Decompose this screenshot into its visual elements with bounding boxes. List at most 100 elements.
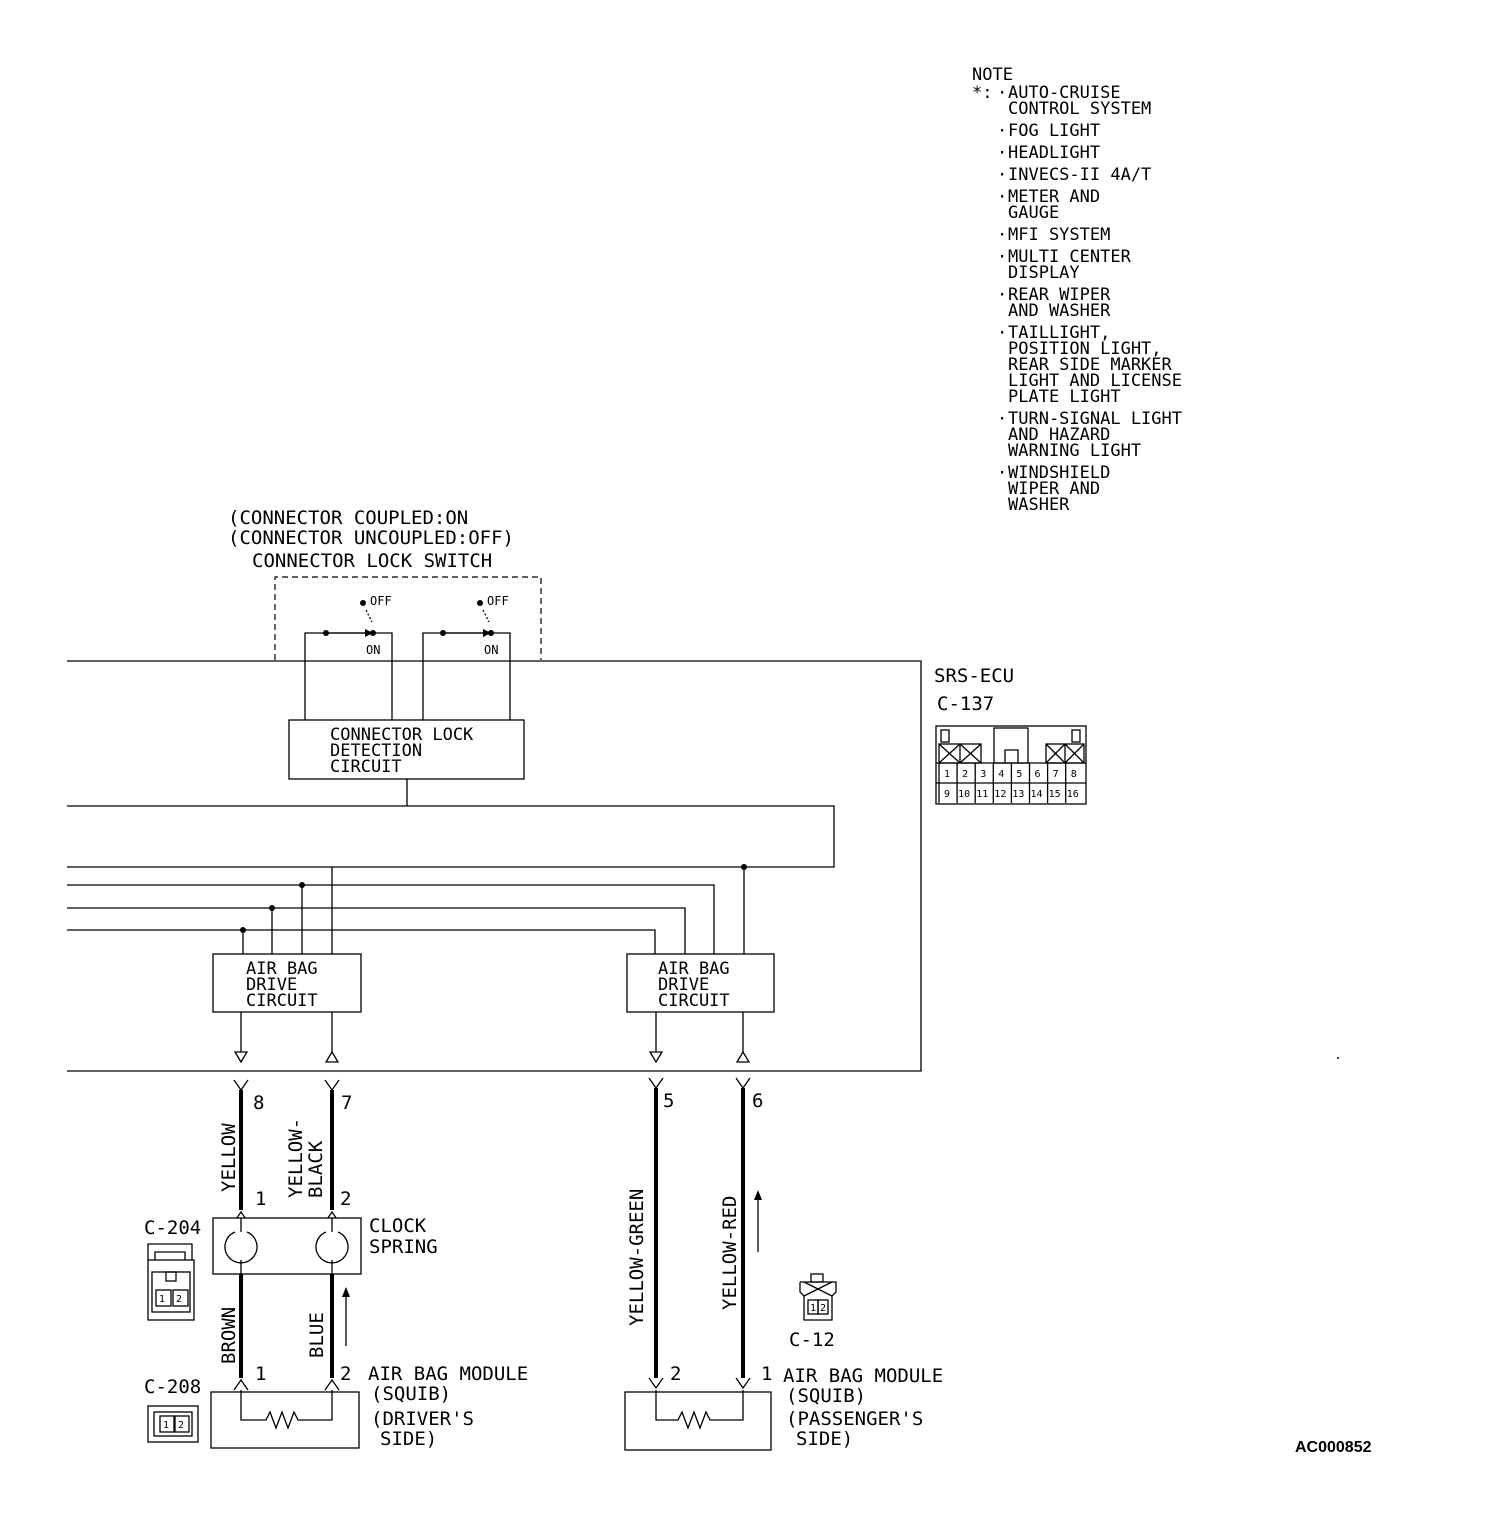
lock-switch-2: OFF ON [422,594,511,720]
pin-7: 7 [341,1092,352,1114]
c208-connector-icon: 1 2 [147,1405,199,1443]
note-item-line: TAILLIGHT, [1008,323,1110,343]
c137-pin-9: 9 [944,789,950,800]
note-bullet: · [997,409,1007,429]
note-item-line: CONTROL SYSTEM [1008,99,1151,119]
note-item-line: WASHER [1008,495,1070,515]
lock-switch-1: OFF ON [304,594,393,720]
drive-right-line3: CIRCUIT [658,991,730,1011]
c137-label: C-137 [937,693,994,715]
drive-right-line1: AIR BAG [658,959,730,979]
c137-pin-11: 11 [976,789,988,800]
c137-pin-4: 4 [998,769,1004,780]
note-item-line: PLATE LIGHT [1008,387,1121,407]
note-item-line: REAR WIPER [1008,285,1111,305]
svg-text:1: 1 [159,1294,165,1305]
pin-5: 5 [663,1090,674,1112]
c137-pin-2: 2 [962,769,968,780]
clock-spring-label-2: SPRING [369,1236,438,1258]
c137-pin-12: 12 [994,789,1006,800]
passenger-module-label-1: AIR BAG MODULE [783,1365,943,1387]
c137-pin-13: 13 [1012,789,1024,800]
figure-code: AC000852 [1295,1439,1372,1456]
driver-squib-pin2: 2 [340,1363,351,1385]
switch1-on-label: ON [366,643,380,657]
svg-text:1: 1 [163,1420,169,1431]
c204-connector-icon: 1 2 [147,1243,195,1321]
lock-switch-line1: (CONNECTOR COUPLED:ON [228,507,468,529]
lock-detection-line3: CIRCUIT [330,757,402,777]
note-bullet: · [997,121,1007,141]
note-item-line: HEADLIGHT [1008,143,1100,163]
svg-text:2: 2 [820,1303,826,1314]
driver-module-label-2: (SQUIB) [371,1383,451,1405]
passenger-squib-resistor [655,1390,744,1430]
c137-pin-7: 7 [1053,769,1059,780]
wire-yellow-black-label-1: YELLOW- [285,1118,307,1198]
lock-detection-line2: DETECTION [330,741,422,761]
c137-pin-8: 8 [1071,769,1077,780]
clock-spring-coil-1 [224,1218,258,1274]
switch2-off-label: OFF [487,594,509,608]
c12-connector-icon: 1 2 [799,1273,837,1321]
note-bullet: · [997,463,1007,483]
note-item-line: TURN-SIGNAL LIGHT [1008,409,1182,429]
internal-bus [67,805,835,868]
note-marker: *: [972,83,992,103]
passenger-module-label-3: (PASSENGER'S [786,1408,923,1430]
lock-switch-enclosure [274,576,542,660]
clock-spring-box [212,1217,362,1275]
c137-pin-16: 16 [1067,789,1079,800]
c208-label: C-208 [144,1376,201,1398]
note-bullet: · [997,165,1007,185]
lock-detection-line1: CONNECTOR LOCK [330,725,474,745]
switch2-on-label: ON [484,643,498,657]
drive-left-line3: CIRCUIT [246,991,318,1011]
driver-module-label-1: AIR BAG MODULE [368,1363,528,1385]
lock-switch-line2: (CONNECTOR UNCOUPLED:OFF) [228,527,514,549]
clock-spring-pin2: 2 [340,1188,351,1210]
c204-label: C-204 [144,1217,201,1239]
drive-right-line2: DRIVE [658,975,709,995]
passenger-squib-pin2: 2 [670,1363,681,1385]
passenger-module-label-2: (SQUIB) [786,1385,866,1407]
wire-yellow-black-label-2: BLACK [305,1140,327,1198]
c137-pin-3: 3 [980,769,986,780]
c137-pin-5: 5 [1016,769,1022,780]
clock-spring-label-1: CLOCK [369,1215,427,1237]
passenger-squib-pin1: 1 [761,1363,772,1385]
lock-switch-title: CONNECTOR LOCK SWITCH [252,550,492,572]
note-bullet: · [997,285,1007,305]
pin-8: 8 [253,1092,264,1114]
passenger-module-label-4: SIDE) [796,1428,853,1450]
pin-6: 6 [752,1090,763,1112]
srs-ecu-outline [67,660,922,1072]
wire-yellow-label: YELLOW [218,1123,240,1192]
wire-blue-label: BLUE [306,1312,328,1358]
c137-pin-6: 6 [1035,769,1041,780]
note-item-line: REAR SIDE MARKER [1008,355,1173,375]
note-item-line: FOG LIGHT [1008,121,1100,141]
c137-pin-15: 15 [1049,789,1061,800]
note-item-line: AND WASHER [1008,301,1111,321]
wire-yellow-red-label: YELLOW-RED [719,1196,741,1310]
switch1-off-label: OFF [370,594,392,608]
note-title: NOTE [972,65,1013,85]
c12-label: C-12 [789,1329,835,1351]
clock-spring-coil-2 [315,1218,349,1274]
svg-text:1: 1 [810,1303,816,1314]
driver-squib-resistor [240,1390,333,1430]
note-item-line: AUTO-CRUISE [1008,83,1121,103]
driver-module-label-3: (DRIVER'S [371,1408,474,1430]
drive-left-line1: AIR BAG [246,959,318,979]
wire-brown-label: BROWN [218,1307,240,1364]
driver-module-label-4: SIDE) [380,1428,437,1450]
driver-squib-pin1: 1 [255,1363,266,1385]
note-item-line: METER AND [1008,187,1100,207]
note-item-line: MFI SYSTEM [1008,225,1110,245]
wire-yellow-green-label: YELLOW-GREEN [626,1189,648,1326]
harness-wires [233,1077,751,1391]
